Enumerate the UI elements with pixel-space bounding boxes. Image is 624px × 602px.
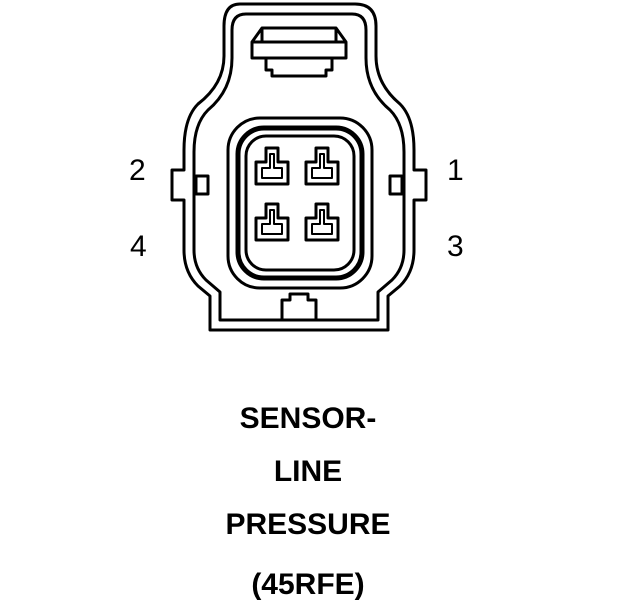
- pin-cavity-1: [304, 146, 340, 186]
- pin-label-3: 3: [447, 230, 464, 263]
- pin-cavity-3: [304, 202, 340, 242]
- pin-cavity-2: [254, 146, 290, 186]
- caption-line-2: LINE: [273, 455, 343, 488]
- caption-line-3: PRESSURE: [225, 508, 391, 541]
- connector-bottom-key: [280, 292, 318, 320]
- pin-label-4: 4: [130, 230, 147, 263]
- connector-right-key: [388, 174, 404, 196]
- connector-cavity-outer: [226, 116, 374, 290]
- connector-diagram: [170, 2, 428, 332]
- connector-housing-outer: [170, 2, 428, 332]
- pin-cavity-4: [254, 202, 290, 242]
- connector-cavity-inner: [235, 125, 365, 281]
- pin-label-2: 2: [129, 154, 146, 187]
- connector-left-key: [194, 174, 210, 196]
- connector-housing-inner: [192, 12, 406, 322]
- connector-latch-ramp: [264, 58, 334, 78]
- pin-label-1: 1: [447, 154, 464, 187]
- caption-line-4: (45RFE): [251, 568, 365, 601]
- caption-line-1: SENSOR-: [239, 402, 377, 435]
- connector-pin-field: [244, 134, 356, 272]
